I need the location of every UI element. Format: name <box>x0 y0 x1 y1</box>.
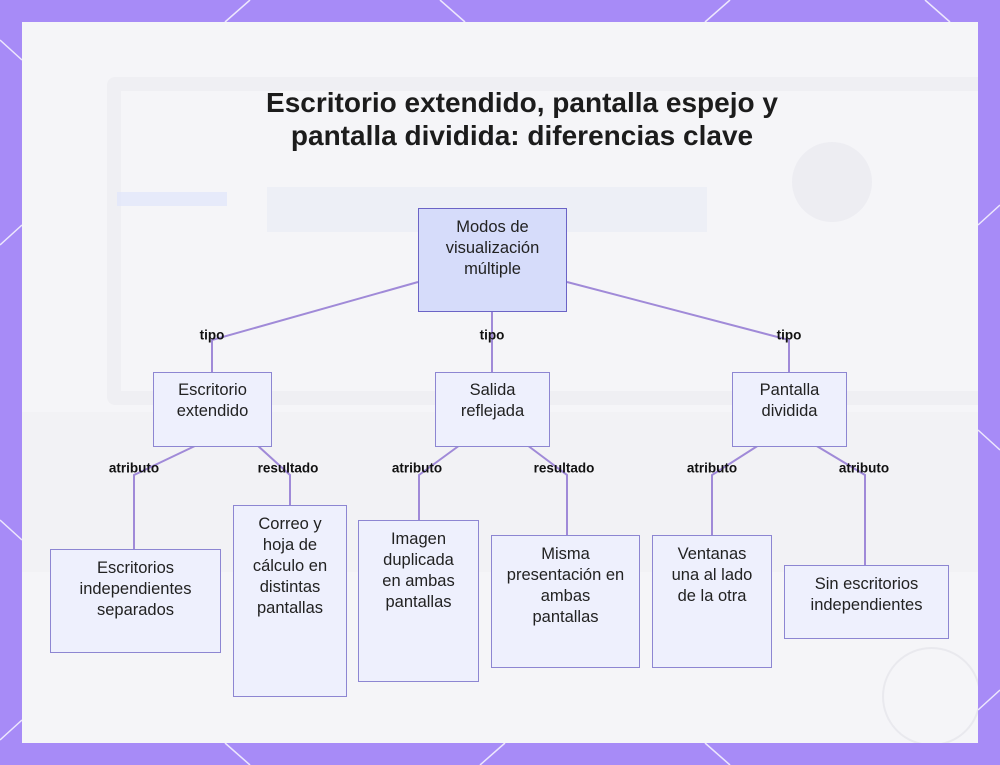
node-mirror-result: Misma presentación en ambas pantallas <box>491 535 640 668</box>
node-mirror-label: Salida reflejada <box>448 380 538 446</box>
node-mirror-attr: Imagen duplicada en ambas pantallas <box>358 520 479 682</box>
connector-mirror-attr <box>419 445 460 520</box>
node-mirror: Salida reflejada <box>435 372 550 447</box>
node-extended-attr-label: Escritorios independientes separados <box>66 558 206 652</box>
edge-label-mirror-result: resultado <box>534 461 595 476</box>
node-split-attr1: Ventanas una al lado de la otra <box>652 535 772 668</box>
connector-root-split <box>567 282 789 372</box>
node-extended-attr: Escritorios independientes separados <box>50 549 221 653</box>
edge-label-split-attr1: atributo <box>687 461 737 476</box>
diagram-panel: Escritorio extendido, pantalla espejo y … <box>22 22 978 743</box>
node-split-attr1-label: Ventanas una al lado de la otra <box>670 544 755 667</box>
node-root: Modos de visualización múltiple <box>418 208 567 312</box>
connector-mirror-result <box>527 445 567 535</box>
connector-root-extended <box>212 282 418 372</box>
edge-label-root-split: tipo <box>777 328 802 343</box>
node-mirror-result-label: Misma presentación en ambas pantallas <box>506 544 626 667</box>
edge-label-extended-attr: atributo <box>109 461 159 476</box>
node-extended: Escritorio extendido <box>153 372 272 447</box>
edge-label-root-extended: tipo <box>200 328 225 343</box>
node-split-label: Pantalla dividida <box>745 380 835 446</box>
page-title: Escritorio extendido, pantalla espejo y … <box>222 86 822 152</box>
edge-label-extended-result: resultado <box>258 461 319 476</box>
node-extended-result: Correo y hoja de cálculo en distintas pa… <box>233 505 347 697</box>
node-split-attr2-label: Sin escritorios independientes <box>797 574 937 638</box>
node-extended-label: Escritorio extendido <box>163 380 263 446</box>
edge-label-mirror-attr: atributo <box>392 461 442 476</box>
node-extended-result-label: Correo y hoja de cálculo en distintas pa… <box>250 514 330 696</box>
node-split-attr2: Sin escritorios independientes <box>784 565 949 639</box>
edge-label-root-mirror: tipo <box>480 328 505 343</box>
node-root-label: Modos de visualización múltiple <box>433 217 553 311</box>
node-mirror-attr-label: Imagen duplicada en ambas pantallas <box>374 529 464 681</box>
connector-split-attr1 <box>712 445 759 535</box>
node-split: Pantalla dividida <box>732 372 847 447</box>
edge-label-split-attr2: atributo <box>839 461 889 476</box>
